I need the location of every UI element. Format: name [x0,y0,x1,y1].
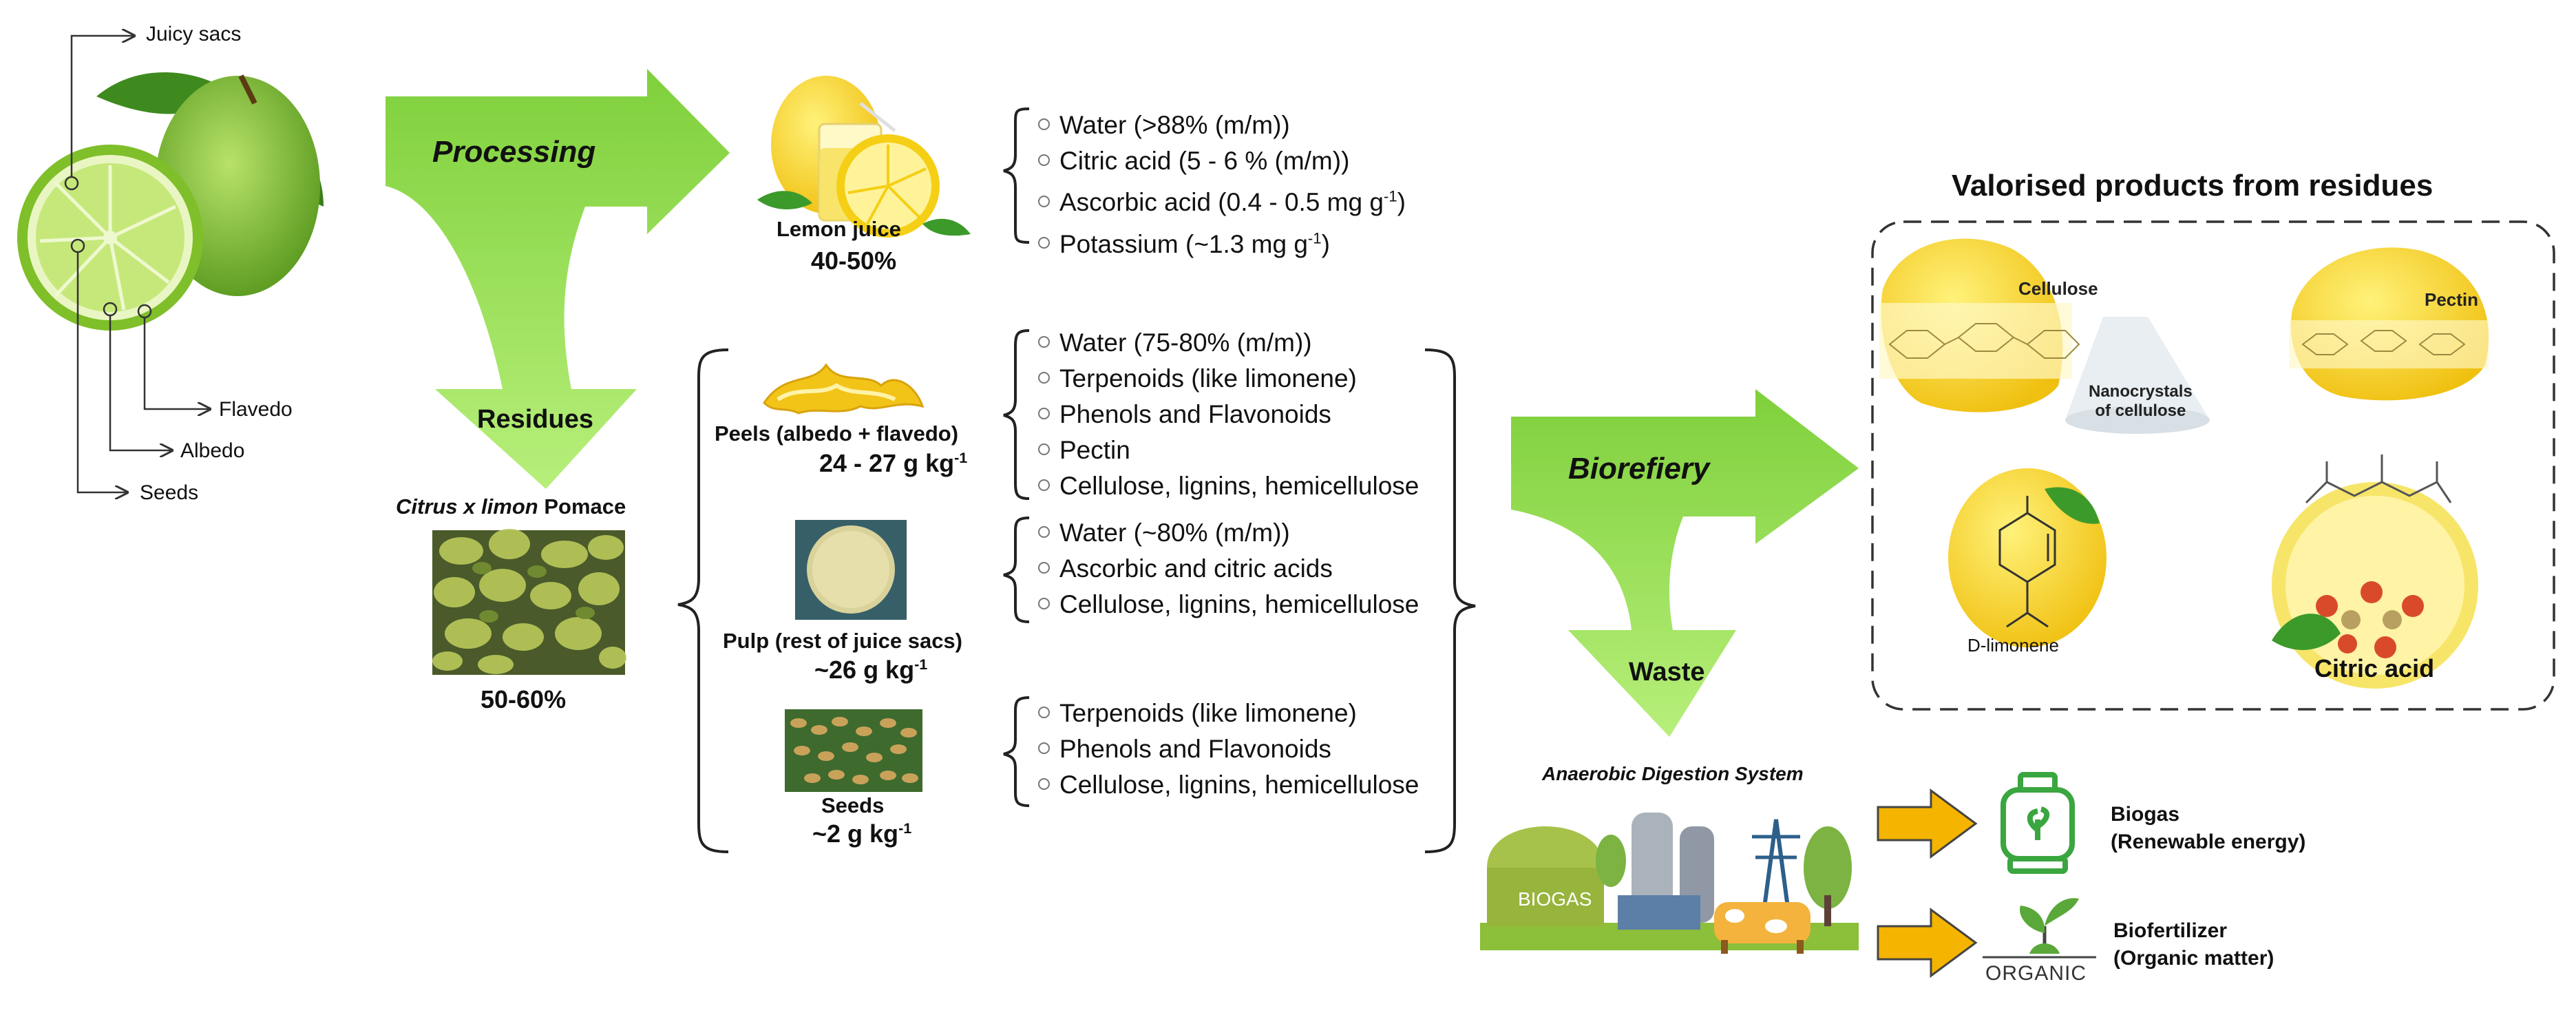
cellulose-label: Cellulose [2018,278,2098,299]
list-item: Cellulose, lignins, hemicellulose [1038,767,1419,803]
label-seeds-part: Seeds [140,481,199,504]
pulp-photo [795,520,907,620]
pulp-components: Water (~80% (m/m)) Ascorbic and citric a… [1038,515,1419,623]
biogas-label: Biogas (Renewable energy) [2111,803,2306,853]
list-item: Pectin [1038,432,1419,468]
lime-illustration [17,72,324,331]
biogas-cylinder-icon [2000,772,2075,874]
seeds-components: Terpenoids (like limonene) Phenols and F… [1038,696,1419,803]
citric-acid-picture [2272,454,2478,689]
biofertilizer-label: Biofertilizer (Organic matter) [2113,919,2274,970]
valorised-products-box [1871,220,2555,711]
nanocrystals-label: Nanocrystals of cellulose [2089,382,2193,420]
list-item: Potassium (~1.3 mg g-1) [1038,220,1406,262]
list-item: Cellulose, lignins, hemicellulose [1038,468,1419,504]
pomace-yield: 50-60% [481,685,567,713]
seeds-label: Seeds [821,793,885,817]
residues-label: Residues [477,405,593,434]
peel-picture [763,363,925,415]
list-item: Terpenoids (like limonene) [1038,696,1419,731]
lemon-juice-yield: 40-50% [811,247,897,275]
seeds-amount: ~2 g kg-1 [812,819,912,848]
valorised-title: Valorised products from residues [1952,169,2434,202]
lemon-juice-picture [757,76,971,238]
list-item: Phenols and Flavonoids [1038,731,1419,767]
list-item: Terpenoids (like limonene) [1038,361,1419,397]
pulp-amount: ~26 g kg-1 [814,656,928,684]
limonene-label: D-limonene [1967,635,2059,656]
list-item: Ascorbic acid (0.4 - 0.5 mg g-1) [1038,179,1406,220]
processing-label: Processing [432,135,596,169]
digestion-title: Anaerobic Digestion System [1542,763,1804,784]
juice-components: Water (>88% (m/m)) Citric acid (5 - 6 % … [1038,107,1406,262]
biofertilizer-orange-arrow [1877,908,1978,978]
processing-residues-arrow [386,69,730,489]
label-albedo: Albedo [180,439,245,462]
list-item: Citric acid (5 - 6 % (m/m)) [1038,143,1406,179]
peels-components: Water (75-80% (m/m)) Terpenoids (like li… [1038,325,1419,504]
label-flavedo: Flavedo [219,398,293,421]
peels-label: Peels (albedo + flavedo) [715,421,959,446]
pomace-photo [432,529,626,675]
list-item: Ascorbic and citric acids [1038,551,1419,587]
fruit-callouts [64,36,210,492]
peels-amount: 24 - 27 g kg-1 [819,449,968,477]
pectin-picture [2289,247,2489,401]
lemon-juice-label: Lemon juice [777,217,901,241]
braces [677,107,1476,853]
list-item: Water (75-80% (m/m)) [1038,325,1419,361]
limonene-picture [1948,468,2107,647]
biogas-tank-text: BIOGAS [1518,888,1592,910]
citric-acid-label: Citric acid [2314,654,2435,682]
pectin-label: Pectin [2425,289,2479,310]
label-juicy-sacs: Juicy sacs [146,23,242,45]
waste-label: Waste [1629,658,1705,687]
biogas-orange-arrow [1877,788,1978,859]
digestion-plant [1480,813,1859,954]
pulp-label: Pulp (rest of juice sacs) [723,629,962,653]
biorefinery-label: Biorefiery [1568,452,1710,485]
biorefinery-waste-arrow [1511,389,1859,737]
list-item: Cellulose, lignins, hemicellulose [1038,587,1419,623]
list-item: Phenols and Flavonoids [1038,397,1419,432]
cellulose-picture [1879,238,2210,434]
organic-text: ORGANIC [1985,962,2087,985]
seeds-photo [785,709,922,792]
pomace-label: Citrus x limon Pomace [396,494,626,519]
organic-sprout-icon [1983,898,2096,959]
list-item: Water (>88% (m/m)) [1038,107,1406,143]
list-item: Water (~80% (m/m)) [1038,515,1419,551]
